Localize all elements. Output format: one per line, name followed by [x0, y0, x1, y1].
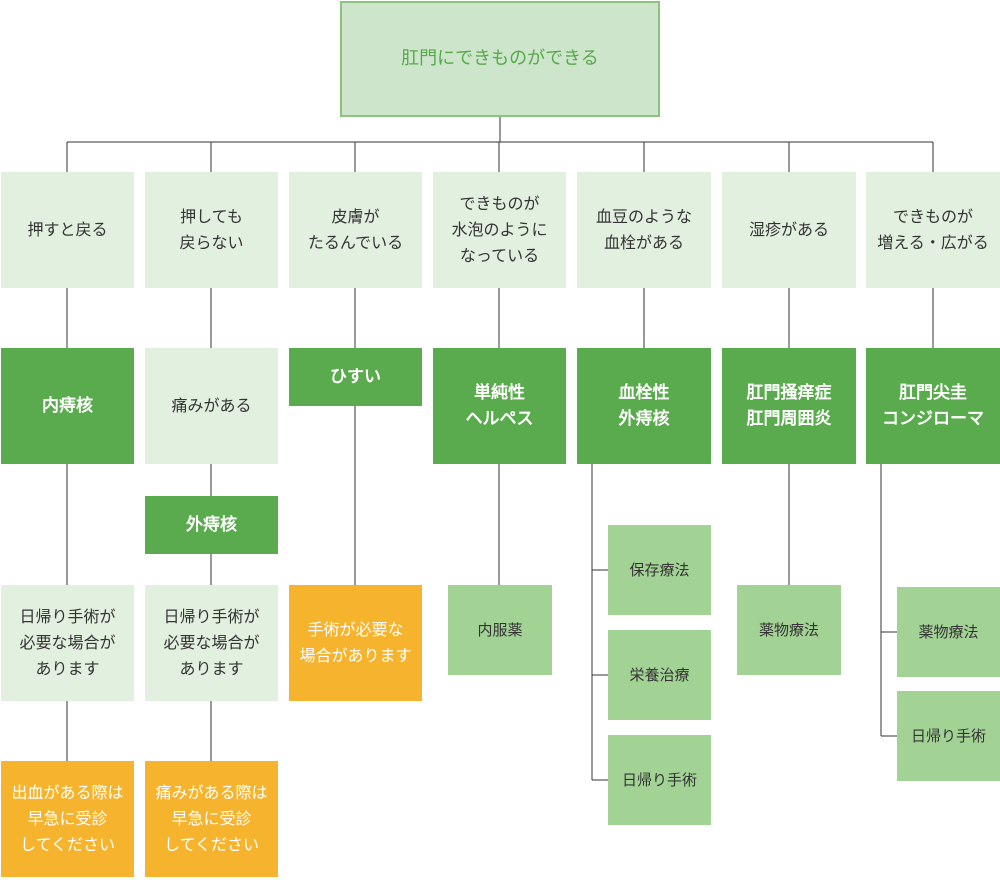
- treatment-option: 内服薬: [448, 585, 552, 675]
- symptom-node: できものが 水泡のように なっている: [433, 172, 566, 288]
- diagnosis-node: ひすい: [289, 348, 422, 406]
- diagnosis-node: 単純性 ヘルペス: [433, 348, 566, 464]
- diagnosis-node: 血栓性 外痔核: [577, 348, 711, 464]
- diagnosis-node: 肛門掻痒症 肛門周囲炎: [722, 348, 856, 464]
- diagnosis-node: 内痔核: [1, 348, 134, 464]
- treatment-option: 薬物療法: [737, 585, 841, 675]
- treatment-option: 薬物療法: [897, 587, 1000, 677]
- treatment-option: 日帰り手術: [897, 691, 1000, 781]
- diagnosis-node: 外痔核: [145, 496, 278, 554]
- treatment-option: 保存療法: [608, 525, 711, 615]
- warning-note: 出血がある際は 早急に受診 してください: [1, 761, 134, 877]
- warning-note: 手術が必要な 場合があります: [289, 585, 422, 701]
- symptom-node: 押すと戻る: [1, 172, 134, 288]
- treatment-note: 日帰り手術が 必要な場合が あります: [145, 585, 278, 701]
- symptom-node: 皮膚が たるんでいる: [289, 172, 422, 288]
- symptom-node: 湿疹がある: [722, 172, 856, 288]
- condition-node: 痛みがある: [145, 348, 278, 464]
- diagnosis-node: 肛門尖圭 コンジローマ: [866, 348, 1000, 464]
- symptom-node: 血豆のような 血栓がある: [577, 172, 711, 288]
- treatment-note: 日帰り手術が 必要な場合が あります: [1, 585, 134, 701]
- warning-note: 痛みがある際は 早急に受診 してください: [145, 761, 278, 877]
- symptom-node: 押しても 戻らない: [145, 172, 278, 288]
- symptom-node: できものが 増える・広がる: [866, 172, 1000, 288]
- treatment-option: 栄養治療: [608, 630, 711, 720]
- root-node: 肛門にできものができる: [340, 1, 660, 117]
- treatment-option: 日帰り手術: [608, 735, 711, 825]
